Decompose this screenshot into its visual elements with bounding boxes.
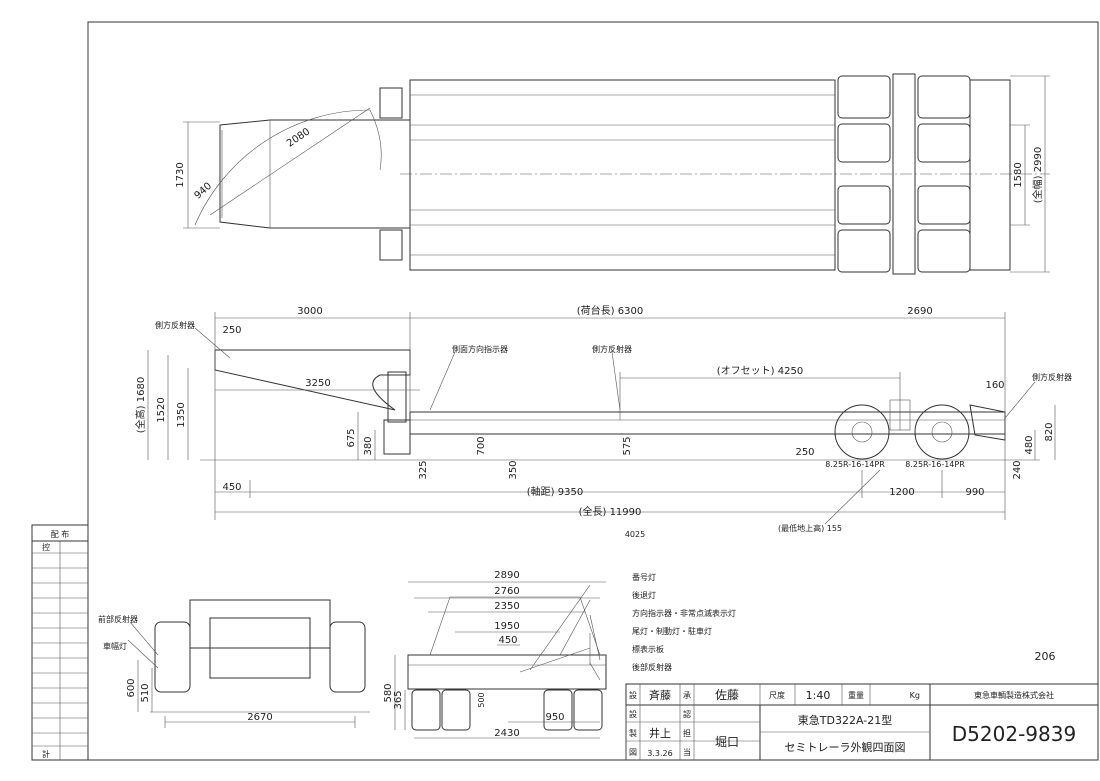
side-tire-label-1: 8.25R-16-14PR: [825, 460, 885, 469]
tb-weight-label: 重量: [848, 690, 864, 700]
distribution-table: [31, 524, 89, 761]
rear-label-6: 後部反射器: [632, 662, 672, 672]
rear-dim-2760: 2760: [494, 586, 519, 597]
tb-cell-6: 担: [683, 728, 691, 738]
tb-signature-1: 斉藤: [649, 688, 671, 702]
side-dim-9350: (軸距) 9350: [527, 485, 583, 498]
side-dim-450: 450: [222, 482, 241, 493]
rear-dim-580: 580: [383, 683, 394, 702]
side-dim-325: 325: [418, 460, 429, 479]
tb-weight-unit: Kg: [910, 691, 920, 700]
tb-cell-8: 当: [683, 747, 691, 757]
front-view: [127, 599, 370, 728]
tb-drawing-number: D5202-9839: [952, 722, 1076, 746]
tb-company: 東急車輌製造株式会社: [974, 690, 1054, 700]
tb-cell-2: 承: [683, 691, 691, 700]
tb-title: セミトレーラ外観四面図: [785, 740, 906, 754]
plan-dim-2080: 2080: [285, 126, 312, 149]
tb-cell-7: 図: [629, 748, 637, 757]
tb-model: 東急TD322A-21型: [798, 713, 892, 727]
tb-signature-3: 井上: [649, 726, 671, 740]
side-label-reflector-3: 側方反射器: [1032, 372, 1072, 382]
dist-header: 配 布: [51, 529, 70, 539]
side-dim-250b: 250: [795, 447, 814, 458]
side-dim-155: (最低地上高) 155: [778, 523, 842, 533]
rear-label-5: 標表示板: [632, 644, 664, 654]
side-dim-1520: 1520: [156, 397, 167, 422]
plan-dim-940: 940: [193, 181, 215, 202]
side-label-reflector-1: 側方反射器: [155, 320, 195, 330]
side-dim-480: 480: [1024, 435, 1035, 454]
rear-dim-1950: 1950: [494, 621, 519, 632]
title-block: [625, 683, 1099, 761]
side-dim-380: 380: [363, 436, 374, 455]
front-dim-510: 510: [140, 683, 151, 702]
tb-cell-4: 認: [683, 709, 691, 719]
rear-label-3: 方向指示器・非常点滅表示灯: [632, 608, 736, 618]
side-view: [147, 312, 1056, 525]
side-dim-700: 700: [476, 436, 487, 455]
tb-cell-1: 設: [629, 690, 637, 700]
side-dim-240: 240: [1012, 460, 1023, 479]
front-label-reflector: 前部反射器: [98, 614, 138, 624]
rear-dim-450: 450: [498, 635, 517, 646]
plan-dim-1580: 1580: [1013, 162, 1024, 187]
front-label-width-lamp: 車幅灯: [103, 641, 127, 651]
front-dim-600: 600: [126, 678, 137, 697]
rear-label-2: 後退灯: [632, 590, 656, 600]
side-dim-675: 675: [346, 428, 357, 447]
rear-label-1: 番号灯: [632, 572, 656, 582]
tb-scale: 1:40: [806, 689, 831, 702]
plan-dim-2990: (全幅) 2990: [1031, 147, 1044, 203]
tb-cell-3: 設: [629, 709, 637, 719]
side-dim-350: 350: [508, 460, 519, 479]
tb-cell-5: 製: [629, 728, 637, 738]
rear-dim-2350: 2350: [494, 601, 519, 612]
side-dim-575: 575: [622, 436, 633, 455]
side-dim-11990: (全長) 11990: [579, 505, 642, 518]
tb-scale-label: 尺度: [769, 690, 785, 700]
tb-signature-2: 佐藤: [715, 688, 739, 702]
side-dim-4250: (オフセット) 4250: [717, 365, 803, 377]
side-dim-990: 990: [965, 487, 984, 498]
sheet-border: [87, 21, 1099, 761]
plan-dim-1730: 1730: [175, 162, 186, 187]
rear-dim-950: 950: [545, 712, 564, 723]
front-dim-2670: 2670: [247, 712, 272, 723]
side-dim-1350: 1350: [176, 402, 187, 427]
rear-dim-500: 500: [477, 692, 486, 707]
side-dim-160: 160: [985, 380, 1004, 391]
side-label-indicator: 側面方向指示器: [452, 344, 508, 354]
side-dim-1200: 1200: [889, 487, 914, 498]
side-label-reflector-2: 側方反射器: [592, 344, 632, 354]
side-note: 4025: [625, 530, 645, 539]
rear-dim-365: 365: [393, 690, 404, 709]
rear-view: [394, 581, 607, 739]
side-dim-3250: 3250: [305, 378, 330, 389]
side-dim-2690: 2690: [907, 306, 932, 317]
side-dim-6300: (荷台長) 6300: [577, 304, 643, 317]
plan-view: [183, 73, 1050, 275]
side-dim-1680: (全高) 1680: [134, 377, 147, 433]
side-dim-250a: 250: [222, 325, 241, 336]
rear-label-4: 尾灯・制動灯・駐車灯: [632, 626, 712, 636]
side-dim-820: 820: [1044, 422, 1055, 441]
rear-dim-2890: 2890: [494, 570, 519, 581]
side-tire-label-2: 8.25R-16-14PR: [905, 460, 965, 469]
tb-signature-4: 堀口: [715, 734, 739, 749]
rear-handnote: 206: [1035, 650, 1056, 663]
dist-footer: 計: [42, 749, 50, 759]
dist-sub: 控: [42, 542, 50, 552]
tb-date: 3.3.26: [647, 749, 672, 758]
side-dim-3000: 3000: [297, 306, 322, 317]
rear-dim-2430: 2430: [494, 728, 519, 739]
